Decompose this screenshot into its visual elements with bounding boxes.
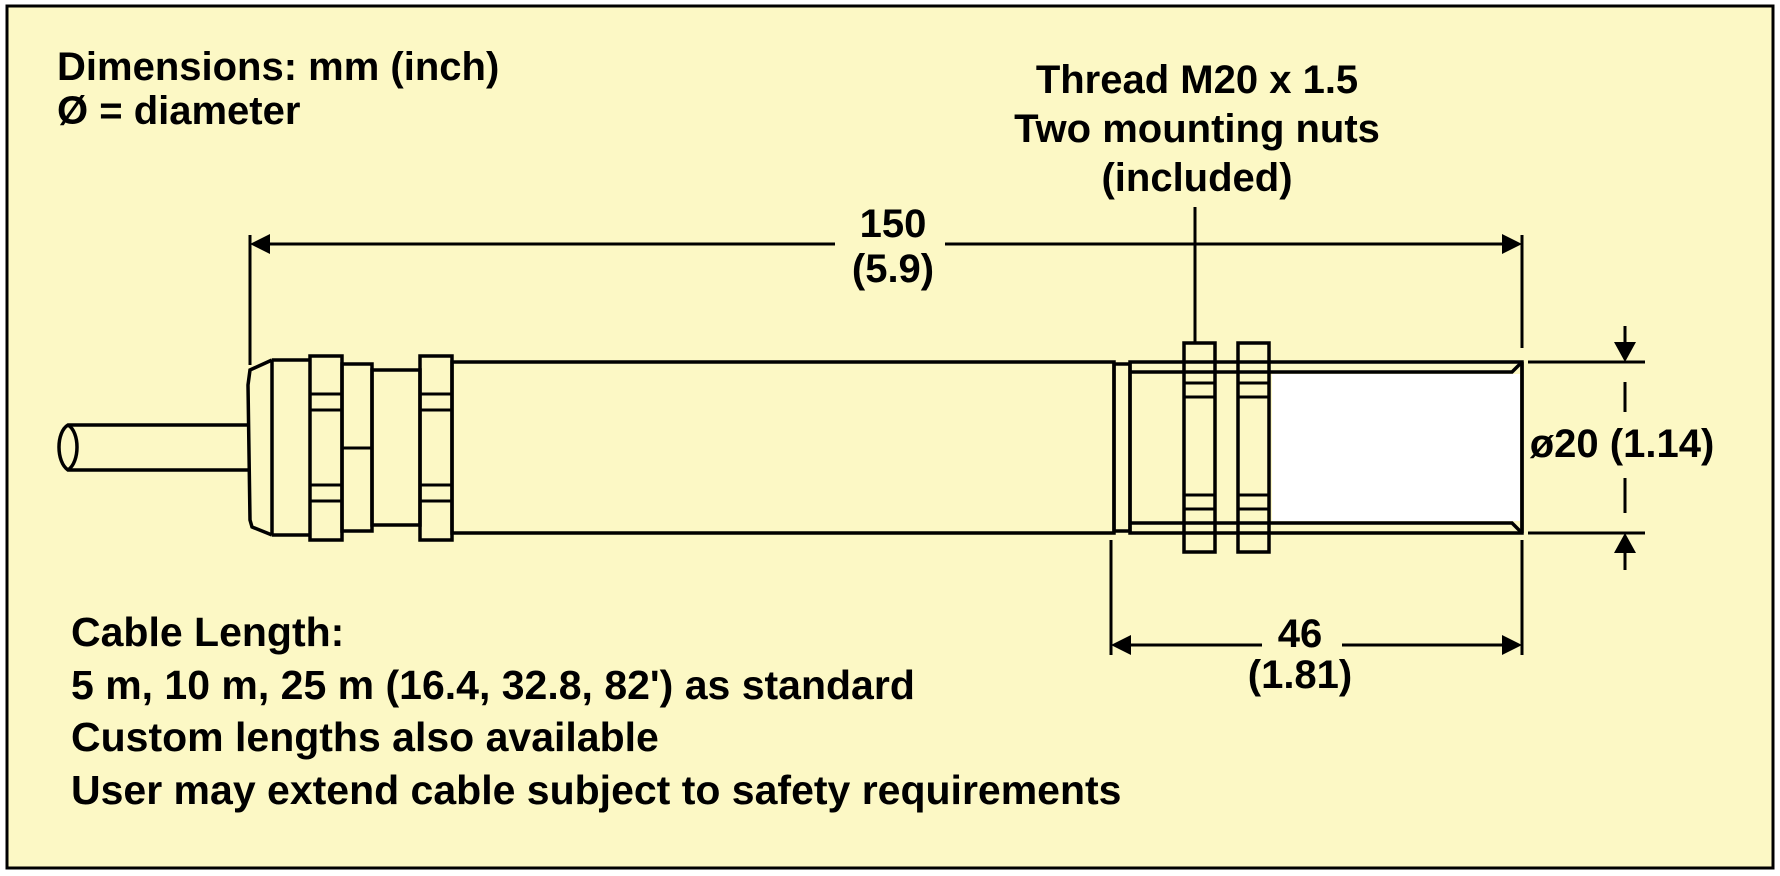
overall-length-mm: 150 [860,202,927,246]
overall-length-inch: (5.9) [852,247,934,291]
diameter-label: ø20 (1.14) [1530,422,1715,466]
mounting-nut-2 [1236,341,1271,554]
threaded-section [1128,341,1524,554]
cable-note-custom: Custom lengths also available [71,714,659,760]
cable-note-standard: 5 m, 10 m, 25 m (16.4, 32.8, 82') as sta… [71,662,915,708]
cable-note-safety: User may extend cable subject to safety … [71,767,1121,813]
overall-length-dimension [248,234,1524,365]
thread-length-mm: 46 [1278,612,1323,656]
cable-note-title: Cable Length: [71,609,344,655]
diameter-dimension [1528,326,1645,570]
legend-diameter: Ø = diameter [57,89,300,133]
thread-length-dimension [1109,540,1524,655]
cable-gland [246,354,454,542]
legend-units: Dimensions: mm (inch) [57,45,499,89]
thread-note-line2: Two mounting nuts [1014,107,1380,151]
thread-length-inch: (1.81) [1248,653,1353,697]
thread-note-line3: (included) [1101,156,1292,200]
cable [57,423,250,472]
mounting-nut-1 [1182,341,1217,554]
thread-note-line1: Thread M20 x 1.5 [1036,58,1358,102]
